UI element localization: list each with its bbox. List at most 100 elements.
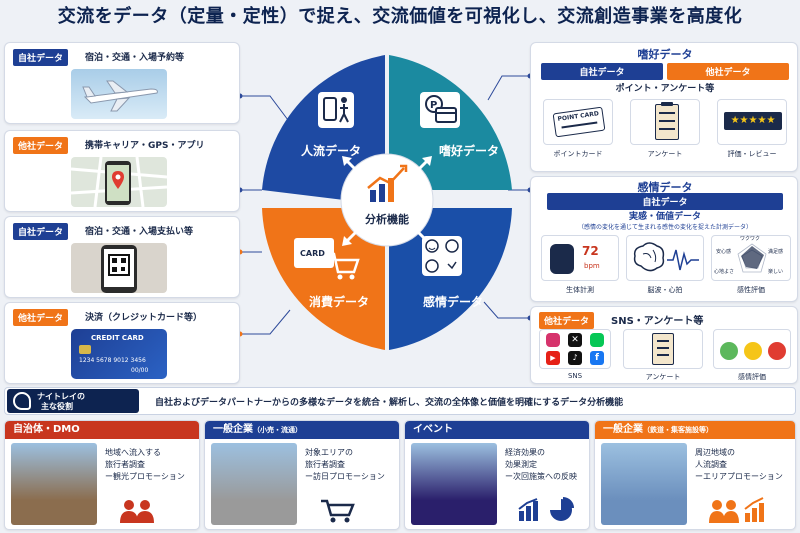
use-case-subtitle: （小売・流通）: [253, 426, 302, 434]
card-word: CARD: [300, 249, 325, 258]
review-stars-icon: ★★★★★: [717, 99, 787, 145]
source-tag: 自社データ: [13, 49, 69, 66]
sns-tag: 他社データ: [539, 312, 595, 329]
emotion-subtitle: 実感・価値データ: [628, 212, 701, 222]
use-case-line: 人流調査: [695, 460, 727, 469]
page-title: 交流をデータ（定量・定性）で捉え、交流価値を可視化し、交流創造事業を高度化: [57, 6, 743, 27]
role-label-box: ナイトレイの 主な役割: [7, 389, 139, 413]
use-case-line: 旅行者調査: [105, 460, 145, 469]
emotion-card: 感情データ 自社データ 実感・価値データ （感情の変化を通じて生まれる感性の変化…: [530, 176, 798, 302]
facebook-icon: f: [590, 351, 604, 365]
emotion-note: （感情の変化を通じて生まれる感性の変化を捉えた計測データ）: [577, 224, 752, 231]
tiktok-icon: ♪: [568, 351, 582, 365]
role-text: 自社およびデータパートナーからの多様なデータを統合・解析し、交流の全体像と価値を…: [155, 398, 624, 408]
airplane-image: [71, 69, 167, 119]
source-text: 携帯キャリア・GPS・アプリ: [85, 141, 205, 151]
role-label-line1: ナイトレイの: [37, 392, 85, 401]
radar-label-4: 安心感: [716, 249, 732, 255]
source-tag: 自社データ: [13, 223, 69, 240]
use-case-line: 周辺地域の: [695, 448, 735, 457]
survey-clipboard-icon: [630, 99, 700, 145]
svg-text:P: P: [430, 100, 437, 111]
use-case-card: イベント経済効果の効果測定ー次回施策への反映: [404, 420, 590, 530]
use-case-icon: [517, 497, 577, 527]
bpm-unit: bpm: [584, 262, 600, 270]
instagram-icon: [546, 333, 560, 347]
point-card-icon: POINT CARD: [543, 99, 613, 145]
use-case-photo: [211, 443, 297, 525]
connector-line: [483, 301, 530, 319]
sns-card: 他社データ SNS・アンケート等 ✕ ▶ ♪ f SNS アンケート 感情評価: [530, 306, 798, 384]
use-case-header: 自治体・DMO: [5, 421, 199, 439]
source-text: 決済（クレジットカード等）: [85, 313, 203, 323]
map-phone-image: [71, 157, 167, 207]
sns-title: SNS・アンケート等: [611, 316, 704, 327]
use-case-card: 一般企業（鉄道・集客施設等）周辺地域の人流調査ーエリアプロモーション: [594, 420, 796, 530]
x-icon: ✕: [568, 333, 582, 347]
preference-item-point-card: ポイントカード: [553, 150, 603, 158]
use-case-photo: [601, 443, 687, 525]
use-case-photo: [11, 443, 97, 525]
radar-label-0: ワクワク: [740, 236, 761, 242]
use-case-title: 一般企業: [603, 424, 643, 435]
people-flow-icon: [318, 92, 354, 128]
use-case-icon: [117, 497, 157, 527]
quadrant-label-preference: 嗜好データ: [438, 144, 499, 158]
use-case-line: 経済効果の: [505, 448, 545, 457]
analysis-core-circle: [340, 153, 434, 247]
preference-tag-own: 自社データ: [541, 63, 663, 80]
use-case-icon: [317, 497, 357, 527]
bpm-value: 72: [582, 244, 599, 258]
use-case-title: イベント: [413, 424, 453, 435]
use-case-line: ー次回施策への反映: [505, 472, 577, 481]
quadrant-label-consumption: 消費データ: [308, 295, 369, 309]
preference-title: 嗜好データ: [637, 48, 693, 61]
sns-survey-icon: [623, 329, 703, 369]
use-case-photo: [411, 443, 497, 525]
connector-line: [240, 309, 291, 335]
use-case-header: イベント: [405, 421, 589, 439]
use-case-line: 対象エリアの: [305, 448, 353, 457]
source-text: 宿泊・交通・入場予約等: [85, 53, 185, 63]
source-card: 自社データ宿泊・交通・入場支払い等: [4, 216, 240, 298]
source-card: 他社データ 決済（クレジットカード等） CREDIT CARD 1234 5678 9…: [4, 302, 240, 384]
head-gear-icon: [13, 392, 31, 410]
connector-line: [487, 75, 530, 101]
use-case-title: 一般企業: [213, 424, 253, 435]
source-tag: 他社データ: [13, 309, 69, 326]
preference-subtitle: ポイント・アンケート等: [615, 84, 715, 94]
use-case-line: ーエリアプロモーション: [695, 472, 783, 481]
source-tag: 他社データ: [13, 137, 69, 154]
core-label: 分析機能: [365, 213, 409, 226]
emotion-faces-icon: [713, 329, 791, 369]
radar-label-1: 満足感: [768, 249, 784, 255]
credit-card-exp: 00/00: [131, 367, 149, 374]
quadrant-label-emotion: 感情データ: [422, 295, 483, 309]
use-case-card: 一般企業（小売・流通）対象エリアの旅行者調査ー訪日プロモーション: [204, 420, 400, 530]
card-cart-icon: CARD: [294, 238, 360, 280]
preference-card: 嗜好データ 自社データ 他社データ ポイント・アンケート等 POINT CARD…: [530, 42, 798, 172]
preference-item-review: 評価・レビュー: [727, 150, 777, 158]
emotion-item-brainwave: 脳波・心拍: [647, 286, 683, 294]
smartwatch-icon: 72 bpm: [541, 235, 619, 281]
brain-wave-icon: [626, 235, 704, 281]
preference-item-survey: アンケート: [647, 150, 683, 158]
analysis-chart-icon: [367, 164, 408, 202]
emotion-tag-own: 自社データ: [547, 193, 783, 210]
emotion-icon: [422, 236, 462, 276]
preference-tag-other: 他社データ: [667, 63, 789, 80]
sns-item-emotion: 感情評価: [738, 373, 766, 381]
radar-chart-icon: ワクワク 満足感 楽しい 心地よさ 安心感: [711, 235, 791, 281]
role-bar: ナイトレイの 主な役割 自社およびデータパートナーからの多様なデータを統合・解析…: [4, 387, 796, 415]
radar-label-3: 心地よさ: [714, 269, 735, 275]
credit-card-label: CREDIT CARD: [91, 334, 144, 342]
youtube-icon: ▶: [546, 351, 560, 365]
use-case-line: 旅行者調査: [305, 460, 345, 469]
credit-card-number: 1234 5678 9012 3456: [79, 357, 146, 364]
connector-line: [240, 95, 289, 121]
analysis-wheel: P CARD: [240, 55, 530, 350]
radar-label-2: 楽しい: [768, 269, 784, 275]
line-icon: [590, 333, 604, 347]
use-case-line: ー観光プロモーション: [105, 472, 185, 481]
